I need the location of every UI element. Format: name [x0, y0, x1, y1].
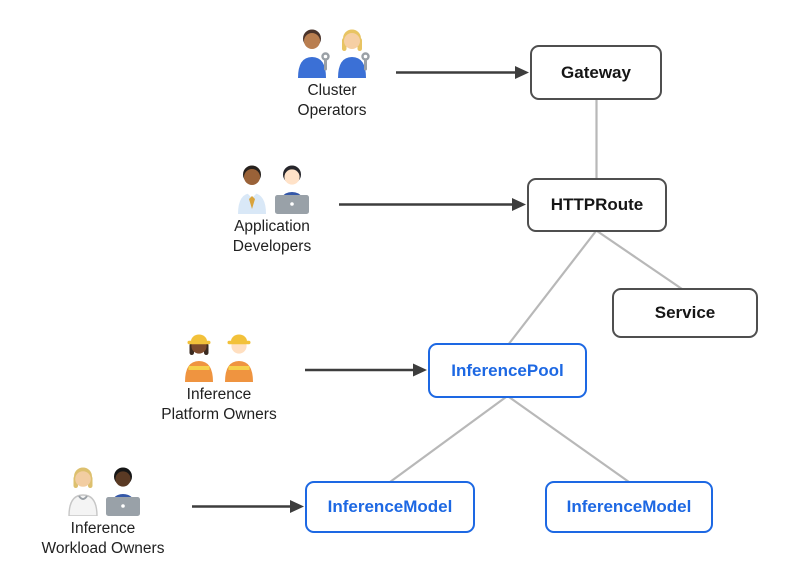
arrow-application-developers-to-httproute — [339, 198, 526, 211]
node-gateway-label: Gateway — [561, 62, 631, 82]
node-inferencemodel-left: InferenceModel — [305, 481, 475, 533]
persona-inference-workload-owners-label-line1: Inference — [70, 520, 136, 537]
persona-cluster-operators-label-line1: Cluster — [307, 82, 357, 99]
health-worker-technologist-pair-icon — [68, 467, 140, 516]
persona-inference-platform-owners-label-line2: Platform Owners — [161, 406, 277, 423]
edge-httproute-service — [596, 230, 683, 290]
persona-inference-platform-owners-label-line1: Inference — [186, 386, 252, 403]
node-inferencepool: InferencePool — [428, 343, 587, 398]
persona-cluster-operators: Cluster Operators — [252, 26, 412, 121]
persona-cluster-operators-label-line2: Operators — [297, 102, 367, 119]
arrow-platform-owners-to-inferencepool — [305, 363, 427, 377]
node-gateway: Gateway — [530, 45, 662, 100]
node-service: Service — [612, 288, 758, 338]
node-inferencepool-label: InferencePool — [451, 360, 564, 380]
edge-httproute-inferencepool — [507, 230, 597, 346]
node-inferencemodel-right: InferenceModel — [545, 481, 713, 533]
persona-application-developers: Application Developers — [192, 162, 352, 257]
node-inferencemodel-right-label: InferenceModel — [566, 497, 692, 516]
persona-inference-workload-owners-label-line2: Workload Owners — [41, 540, 165, 557]
edge-inferencepool-inferencemodel-right — [508, 396, 630, 483]
node-service-label: Service — [654, 303, 716, 322]
arrow-cluster-operators-to-gateway — [396, 66, 529, 79]
node-inferencemodel-left-label: InferenceModel — [327, 497, 453, 516]
mechanics-pair-icon — [298, 29, 370, 78]
edge-inferencepool-inferencemodel-left — [389, 396, 507, 483]
persona-inference-platform-owners: Inference Platform Owners — [139, 330, 299, 425]
persona-application-developers-label-line1: Application — [234, 218, 310, 235]
arrow-workload-owners-to-inferencemodel — [192, 500, 304, 513]
construction-workers-pair-icon — [185, 334, 253, 382]
office-worker-technologist-pair-icon — [238, 165, 309, 214]
node-httproute-label: HTTPRoute — [550, 195, 644, 214]
node-httproute: HTTPRoute — [527, 178, 667, 232]
persona-application-developers-label-line2: Developers — [232, 238, 312, 255]
persona-inference-workload-owners: Inference Workload Owners — [23, 464, 183, 559]
